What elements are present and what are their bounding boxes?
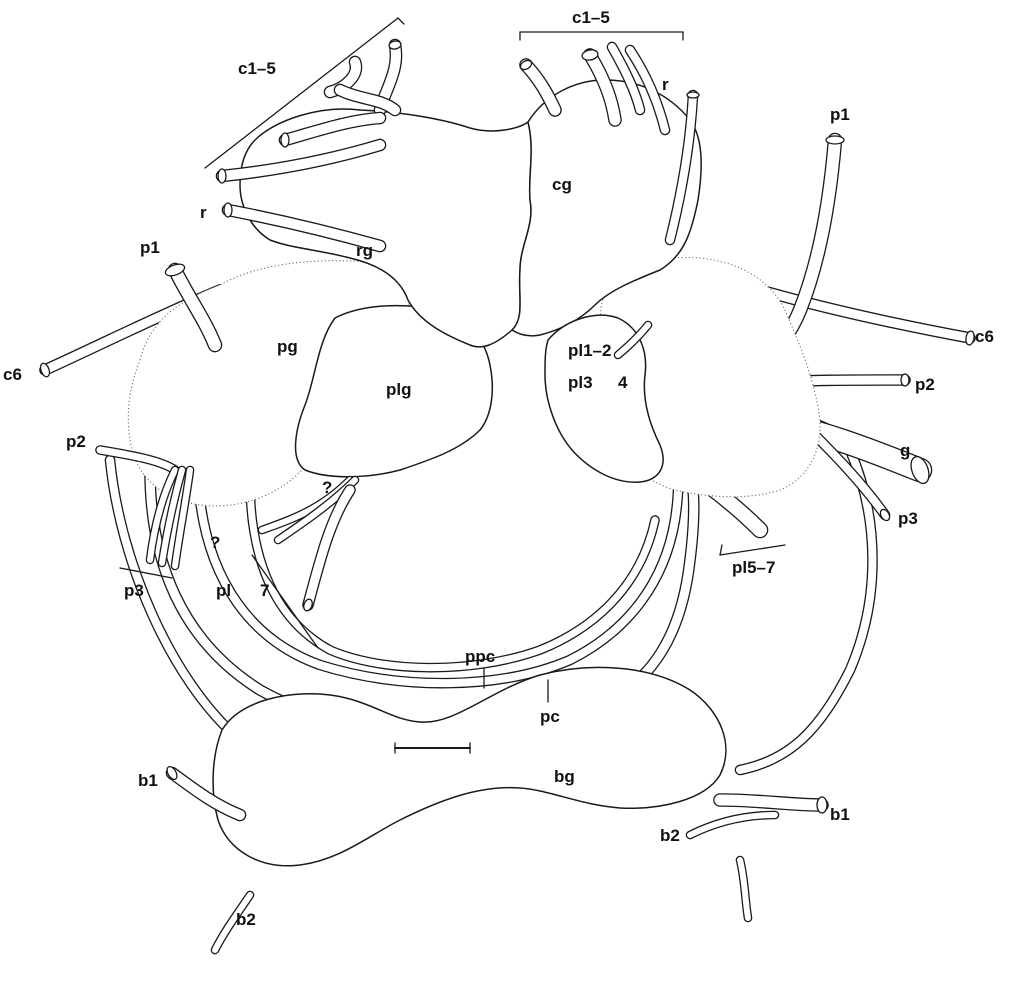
label-g: g <box>900 441 910 460</box>
connective-ppc <box>200 465 678 683</box>
label-7: 7 <box>260 581 269 600</box>
label-b1-right: b1 <box>830 805 850 824</box>
cap-c4-left <box>281 133 289 147</box>
root-b1-right-fill <box>720 800 822 805</box>
label-pl1-2: pl1–2 <box>568 341 611 360</box>
label-pc: pc <box>540 707 560 726</box>
label-b1-left: b1 <box>138 771 158 790</box>
label-c1-5-left: c1–5 <box>238 59 276 78</box>
label-bg: bg <box>554 767 575 786</box>
label-c6-right: c6 <box>975 327 994 346</box>
label-c6-left: c6 <box>3 365 22 384</box>
label-p3-right: p3 <box>898 509 918 528</box>
label-cg: cg <box>552 175 572 194</box>
bracket-pl5-7 <box>720 545 785 555</box>
cap-r-right <box>687 92 699 98</box>
connective-ppc-fill <box>200 465 678 683</box>
label-p3-left: p3 <box>124 581 144 600</box>
cap-p1-right <box>826 136 844 144</box>
label-ppc: ppc <box>465 647 495 666</box>
label-c1-5-right: c1–5 <box>572 8 610 27</box>
label-p1-right: p1 <box>830 105 850 124</box>
bracket-pl5-7-tick <box>720 545 722 555</box>
cap-b1-left <box>165 765 179 781</box>
cap-p2-right <box>901 374 909 386</box>
label-p2-right: p2 <box>915 375 935 394</box>
label-p2-left: p2 <box>66 432 86 451</box>
cap-r-left <box>224 203 232 217</box>
label-pg: pg <box>277 337 298 356</box>
label-pl: pl <box>216 581 231 600</box>
connective-b-right-fill <box>740 450 873 770</box>
connective-b-right <box>740 450 873 770</box>
label-question-lower: ? <box>210 533 220 552</box>
cap-c5-left <box>218 169 226 183</box>
label-b2-right: b2 <box>660 826 680 845</box>
label-4: 4 <box>618 373 628 392</box>
buccal-ganglion <box>213 667 726 865</box>
label-b2-left: b2 <box>236 910 256 929</box>
label-pl5-7: pl5–7 <box>732 558 775 577</box>
label-rg: rg <box>356 241 373 260</box>
label-pl3: pl3 <box>568 373 593 392</box>
label-question-upper: ? <box>322 478 332 497</box>
bracket-c1-5-left-tick <box>398 18 404 24</box>
label-r-right: r <box>662 75 669 94</box>
label-plg: plg <box>386 380 412 399</box>
label-r-left: r <box>200 203 207 222</box>
cap-b1-right <box>817 797 827 813</box>
label-p1-left: p1 <box>140 238 160 257</box>
